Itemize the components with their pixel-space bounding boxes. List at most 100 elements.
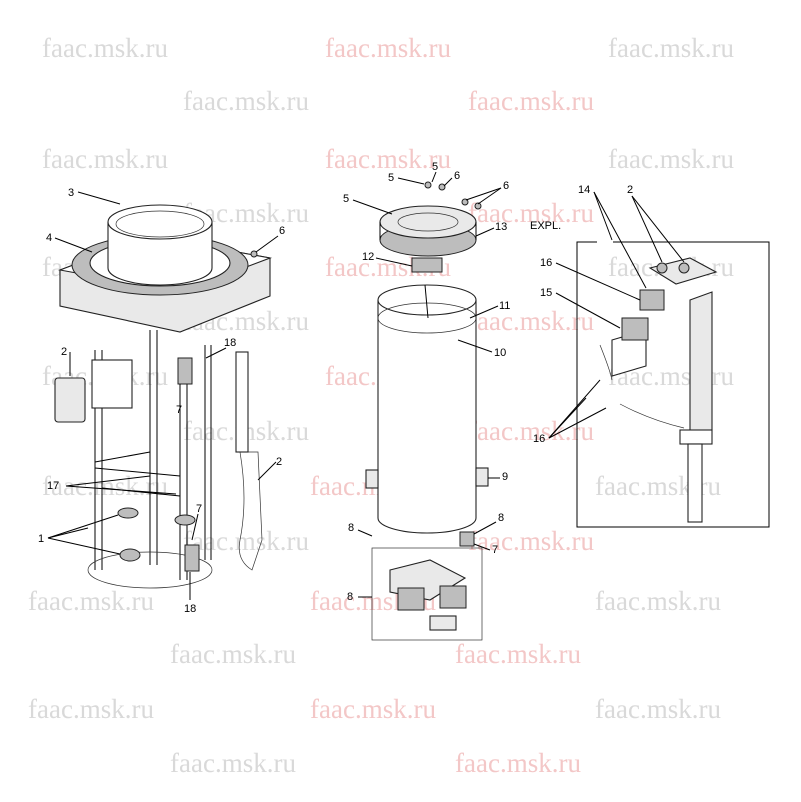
callout-expl: EXPL.: [530, 220, 561, 232]
lamp: [475, 467, 489, 487]
leader-line: [255, 235, 279, 253]
cap-disc: [379, 205, 477, 239]
leader-line: [397, 177, 425, 185]
actuator-rod: [687, 443, 703, 523]
leader-line: [54, 237, 93, 253]
watermark: faac.msk.ru: [42, 471, 168, 501]
middle-callouts: 5 5 6 6 5 13 12 11 10 9 8 8 7 8: [343, 161, 510, 603]
watermark: faac.msk.ru: [468, 526, 594, 556]
leader-line: [443, 177, 453, 187]
leader-line: [47, 514, 119, 539]
callout-10: 10: [494, 347, 506, 359]
callout-2: 2: [61, 346, 67, 358]
leader-line: [205, 347, 227, 359]
callout-8: 8: [498, 512, 504, 524]
watermark: faac.msk.ru: [325, 144, 451, 174]
mount-block: [439, 585, 467, 609]
watermark: faac.msk.ru: [468, 416, 594, 446]
actuator-collar: [679, 429, 713, 445]
watermark: faac.msk.ru: [170, 748, 296, 778]
leader-line: [47, 537, 121, 555]
control-box: [54, 377, 86, 423]
actuator-body: [689, 291, 713, 439]
watermark: faac.msk.ru: [28, 694, 154, 724]
callout-18: 18: [224, 337, 236, 349]
leader-line: [631, 195, 685, 263]
watermark: faac.msk.ru: [468, 86, 594, 116]
leader-line: [477, 187, 502, 205]
foot: [117, 507, 139, 519]
right-assembly: [576, 241, 770, 528]
leader-line: [65, 485, 177, 495]
callout-16: 16: [540, 257, 552, 269]
leader-line: [457, 339, 493, 353]
leader-line: [555, 262, 641, 301]
valve: [678, 262, 690, 274]
leader-line: [191, 513, 199, 541]
watermark: faac.msk.ru: [310, 694, 436, 724]
watermark: faac.msk.ru: [183, 86, 309, 116]
bracket-panel: [91, 359, 133, 409]
cylinder-body: [377, 300, 477, 534]
cap-bolt: [424, 181, 432, 189]
leader-line: [375, 257, 413, 267]
toothed-rail: [235, 351, 249, 453]
cross-brace: [94, 467, 181, 477]
leader-line: [77, 191, 121, 205]
leader-line: [548, 407, 607, 439]
callout-14: 14: [578, 184, 590, 196]
callout-13: 13: [495, 221, 507, 233]
leader-line: [631, 195, 663, 263]
watermark: faac.msk.ru: [455, 748, 581, 778]
leader-line: [548, 397, 587, 439]
callout-6: 6: [503, 180, 509, 192]
cable-chain: [238, 451, 263, 571]
watermark: faac.msk.ru: [595, 586, 721, 616]
mount-block: [397, 587, 425, 611]
leader-line: [473, 521, 497, 535]
callout-6: 6: [454, 170, 460, 182]
cable: [599, 344, 613, 381]
cross-brace: [94, 451, 151, 463]
bracket: [459, 531, 475, 547]
leader-line: [352, 199, 393, 215]
callout-5: 5: [388, 172, 394, 184]
base-ring: [87, 551, 213, 589]
leader-line: [593, 191, 647, 289]
leader-line: [593, 191, 613, 241]
watermark: faac.msk.ru: [28, 586, 154, 616]
base-mount-frame: [371, 547, 483, 641]
leader-line: [475, 227, 495, 237]
sleeve-top: [107, 204, 213, 240]
callout-16: 16: [533, 433, 545, 445]
cylinder-top: [377, 284, 477, 316]
callout-12: 12: [362, 251, 374, 263]
cap-bolt: [461, 198, 469, 206]
leader-line: [465, 187, 502, 201]
callout-4: 4: [46, 232, 52, 244]
sensor-bracket: [177, 357, 193, 385]
cap-spokes: [397, 212, 459, 232]
foot: [174, 514, 196, 526]
callout-2: 2: [276, 456, 282, 468]
callout-5: 5: [343, 193, 349, 205]
callout-5: 5: [432, 161, 438, 173]
leader-line: [431, 171, 437, 183]
middle-assembly: [365, 181, 489, 641]
callout-8: 8: [348, 522, 354, 534]
leader-line: [257, 461, 277, 481]
callout-17: 17: [47, 480, 59, 492]
cable: [619, 403, 685, 429]
callout-7: 7: [492, 544, 498, 556]
watermark: faac.msk.ru: [468, 198, 594, 228]
watermark: faac.msk.ru: [170, 639, 296, 669]
leader-line: [65, 475, 151, 487]
bolt: [250, 250, 258, 258]
explode-frame: [576, 241, 770, 528]
mechanism: [411, 257, 443, 273]
sensor-bracket: [184, 544, 200, 572]
callout-18: 18: [184, 603, 196, 615]
relay: [621, 317, 649, 341]
cap-nut: [438, 183, 446, 191]
